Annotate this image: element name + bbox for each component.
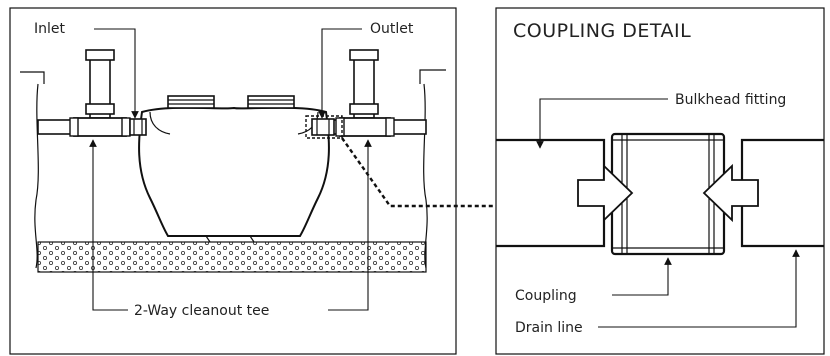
drain-line-label: Drain line <box>515 320 583 336</box>
detail-title: COUPLING DETAIL <box>513 20 691 42</box>
installation-panel: Inlet Outlet 2-Way cleanout tee <box>9 7 457 355</box>
detail-connector <box>341 137 494 208</box>
tank-lid-left <box>167 95 215 109</box>
outlet-assembly <box>305 49 427 139</box>
drain-line-leader <box>598 249 800 328</box>
inlet-coupling <box>129 118 147 136</box>
tank-lid-right <box>247 95 295 109</box>
excavation-right-top <box>419 69 446 84</box>
outlet-leader <box>318 28 362 119</box>
inlet-label: Inlet <box>34 21 66 37</box>
bulkhead-fitting-leader <box>536 98 668 149</box>
insert-arrow-left <box>577 163 634 223</box>
insert-arrow-right <box>702 163 759 223</box>
excavation-right-wall <box>423 83 428 269</box>
inlet-leader <box>94 28 139 119</box>
inlet-assembly <box>37 49 147 137</box>
cleanout-tee-leader-right <box>328 139 372 311</box>
gravel-bed <box>37 241 427 273</box>
detail-frame <box>495 7 825 355</box>
bulkhead-fitting-label: Bulkhead fitting <box>675 92 786 108</box>
installation-frame <box>9 7 457 355</box>
coupling-leader <box>612 257 672 296</box>
excavation-left-top <box>20 71 45 84</box>
coupling-detail-panel: COUPLING DETAIL Bulkhead fitting Couplin… <box>495 7 825 355</box>
inlet-tee <box>73 117 127 137</box>
coupling-label: Coupling <box>515 288 577 304</box>
outlet-tee <box>339 117 391 137</box>
outlet-label: Outlet <box>370 21 414 37</box>
cleanout-tee-label: 2-Way cleanout tee <box>134 303 269 319</box>
septic-tank <box>138 106 330 237</box>
cleanout-tee-leader-left <box>89 139 128 311</box>
outlet-coupling <box>311 118 335 136</box>
excavation-left-wall <box>34 83 39 269</box>
